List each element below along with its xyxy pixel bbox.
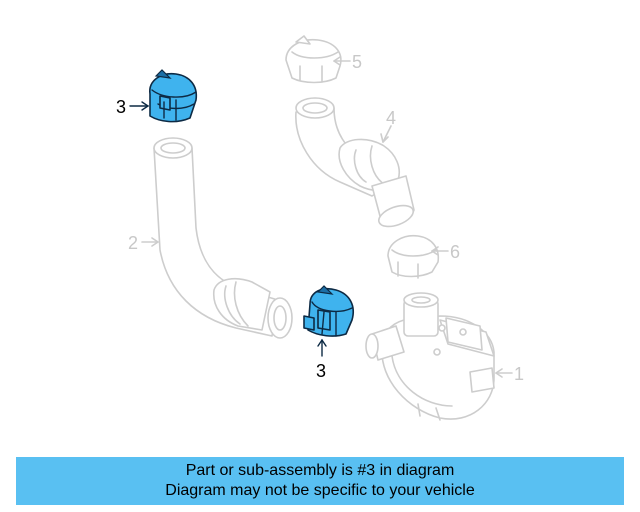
callout-4: 4	[386, 108, 396, 128]
callout-arrow-5	[333, 56, 351, 66]
part-3-clamp-bottom	[303, 285, 354, 337]
callout-arrow-1	[495, 368, 513, 378]
part-5-clamp	[285, 35, 342, 84]
callout-5: 5	[352, 52, 362, 72]
callout-arrow-3-top	[129, 101, 150, 111]
banner-line-2: Diagram may not be specific to your vehi…	[165, 482, 475, 499]
info-banner: Part or sub-assembly is #3 in diagram Di…	[16, 457, 624, 505]
callout-2: 2	[128, 233, 138, 253]
callout-3-top: 3	[116, 97, 126, 117]
callout-6: 6	[450, 242, 460, 262]
part-4-hose	[295, 97, 415, 228]
callout-arrow-2	[141, 237, 159, 247]
callout-arrow-6	[431, 246, 449, 256]
part-6-clamp	[387, 234, 440, 279]
part-3-clamp-top	[149, 69, 198, 123]
parts-diagram: 5 4 6 2	[116, 35, 524, 421]
part-1-pump	[365, 292, 495, 421]
callout-arrow-4	[380, 125, 392, 143]
callout-3-bottom: 3	[316, 361, 326, 381]
callout-1: 1	[514, 364, 524, 384]
part-2-hose	[153, 137, 293, 339]
callout-arrow-3-bottom	[317, 338, 327, 357]
banner-line-1: Part or sub-assembly is #3 in diagram	[185, 462, 455, 479]
